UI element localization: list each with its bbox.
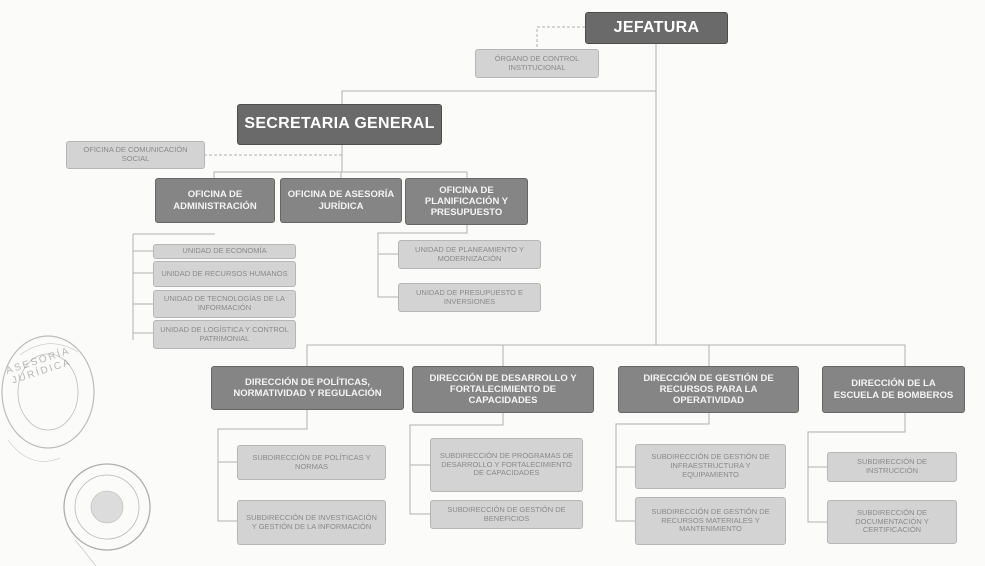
oci-box: ÓRGANO DE CONTROL INSTITUCIONAL: [475, 49, 599, 78]
connector-direcciones-bar: [306, 344, 906, 366]
unidad-tecnologias: UNIDAD DE TECNOLOGÍAS DE LA INFORMACIÓN: [153, 290, 296, 318]
connector-secretaria: [341, 90, 656, 104]
connector-dir1-subs: [217, 410, 308, 522]
unidad-economia: UNIDAD DE ECONOMÍA: [153, 244, 296, 259]
connector-plan-units: [377, 225, 468, 298]
oficina-administracion-box: OFICINA DE ADMINISTRACIÓN: [155, 178, 275, 223]
subdireccion-instruccion: SUBDIRECCIÓN DE INSTRUCCIÓN: [827, 452, 957, 482]
direccion-escuela-box: DIRECCIÓN DE LA ESCUELA DE BOMBEROS: [822, 366, 965, 413]
unidad-recursos-humanos: UNIDAD DE RECURSOS HUMANOS: [153, 261, 296, 287]
secretaria-general-box: SECRETARIA GENERAL: [237, 104, 442, 145]
unidad-presupuesto: UNIDAD DE PRESUPUESTO E INVERSIONES: [398, 283, 541, 312]
connector-dir3-subs: [615, 413, 710, 522]
subdireccion-beneficios: SUBDIRECCIÓN DE GESTIÓN DE BENEFICIOS: [430, 500, 583, 529]
subdireccion-materiales: SUBDIRECCIÓN DE GESTIÓN DE RECURSOS MATE…: [635, 497, 786, 545]
asesoria-stamp: [1, 335, 95, 462]
direccion-recursos-box: DIRECCIÓN DE GESTIÓN DE RECURSOS PARA LA…: [618, 366, 799, 413]
connector-dir4-subs: [807, 413, 906, 523]
comunicacion-social-box: OFICINA DE COMUNICACIÓN SOCIAL: [66, 141, 205, 169]
round-seal: [63, 463, 151, 566]
connector-dir2-subs: [409, 413, 504, 515]
connector-comunicacion: [205, 145, 343, 156]
subdireccion-programas: SUBDIRECCIÓN DE PROGRAMAS DE DESARROLLO …: [430, 438, 583, 492]
oficina-planificacion-box: OFICINA DE PLANIFICACIÓN Y PRESUPUESTO: [405, 178, 528, 225]
oficina-asesoria-box: OFICINA DE ASESORÍA JURÍDICA: [280, 178, 402, 223]
subdireccion-infraestructura: SUBDIRECCIÓN DE GESTIÓN DE INFRAESTRUCTU…: [635, 444, 786, 489]
direccion-politicas-box: DIRECCIÓN DE POLÍTICAS, NORMATIVIDAD Y R…: [211, 366, 404, 410]
subdireccion-politicas: SUBDIRECCIÓN DE POLÍTICAS Y NORMAS: [237, 445, 386, 480]
direccion-desarrollo-box: DIRECCIÓN DE DESARROLLO Y FORTALECIMIENT…: [412, 366, 594, 413]
unidad-planeamiento: UNIDAD DE PLANEAMIENTO Y MODERNIZACIÓN: [398, 240, 541, 269]
subdireccion-investigacion: SUBDIRECCIÓN DE INVESTIGACIÓN Y GESTIÓN …: [237, 500, 386, 545]
jefatura-box: JEFATURA: [585, 12, 728, 44]
connector-oci: [536, 26, 585, 49]
subdireccion-documentacion: SUBDIRECCIÓN DE DOCUMENTACIÓN Y CERTIFIC…: [827, 500, 957, 544]
unidad-logistica: UNIDAD DE LOGÍSTICA Y CONTROL PATRIMONIA…: [153, 320, 296, 349]
